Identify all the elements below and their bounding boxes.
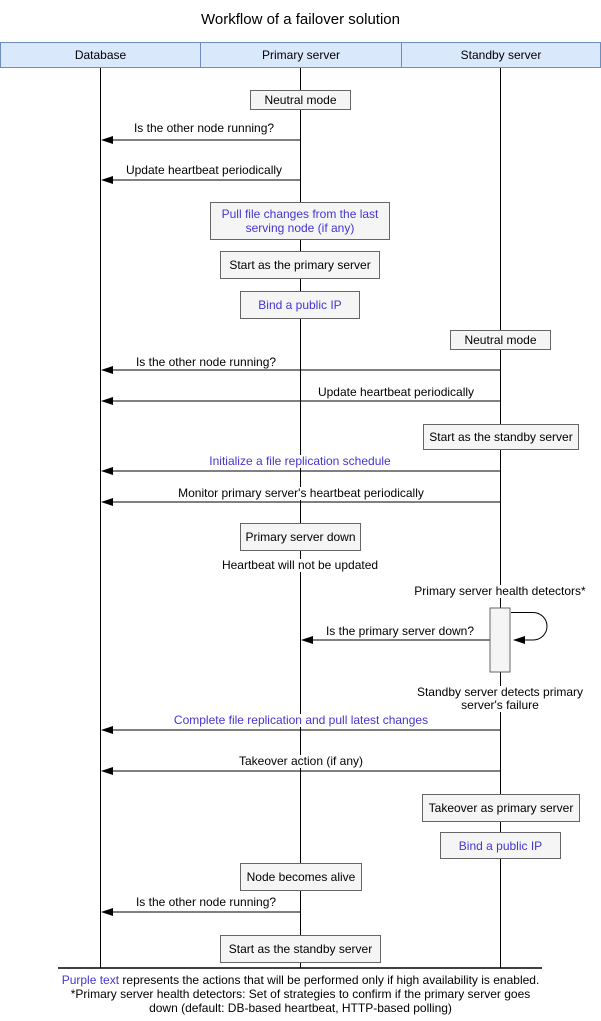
node-start-as-primary-server: Start as the primary server [220, 251, 380, 279]
node-primary-server-down: Primary server down [240, 523, 361, 551]
label-takeover-action: Takeover action (if any) [236, 754, 366, 768]
node-bind-public-ip-standby: Bind a public IP [440, 832, 561, 859]
note-heartbeat-not-updated: Heartbeat will not be updated [221, 558, 379, 572]
diagram-title: Workflow of a failover solution [201, 11, 400, 28]
node-bind-public-ip-primary: Bind a public IP [240, 291, 360, 319]
note-health-detectors: Primary server health detectors* [414, 584, 586, 598]
node-neutral-mode-standby: Neutral mode [450, 330, 551, 350]
legend: Purple text represents the actions that … [0, 973, 601, 1015]
label-update-heartbeat-2: Update heartbeat periodically [315, 385, 477, 399]
legend-line-2: *Primary server health detectors: Set of… [70, 987, 531, 1001]
label-initialize-replication: Initialize a file replication schedule [207, 454, 393, 468]
node-pull-file-changes: Pull file changes from the last serving … [210, 202, 390, 240]
label-monitor-heartbeat: Monitor primary server's heartbeat perio… [176, 486, 426, 500]
node-start-as-standby-server: Start as the standby server [423, 424, 579, 450]
node-takeover-as-primary-server: Takeover as primary server [422, 794, 580, 822]
label-is-other-node-running-3: Is the other node running? [133, 895, 279, 909]
label-is-other-node-running-1: Is the other node running? [131, 121, 277, 135]
self-loop-arrow [511, 612, 548, 644]
legend-purple-label: Purple text [61, 973, 120, 987]
node-start-as-standby-server-2: Start as the standby server [220, 935, 381, 963]
label-update-heartbeat-1: Update heartbeat periodically [123, 163, 285, 177]
node-neutral-mode-primary: Neutral mode [250, 90, 351, 110]
legend-line-1-text: represents the actions that will be perf… [119, 973, 540, 987]
node-node-becomes-alive: Node becomes alive [240, 863, 362, 891]
lane-header-standby-server: Standby server [401, 42, 601, 68]
note-standby-detects-failure: Standby server detects primary server's … [411, 686, 589, 712]
activation-bar-standby [489, 607, 511, 673]
legend-line-3: down (default: DB-based heartbeat, HTTP-… [149, 1001, 452, 1015]
label-is-primary-down: Is the primary server down? [323, 624, 477, 638]
label-complete-replication: Complete file replication and pull lates… [171, 713, 431, 727]
legend-line-1: Purple text represents the actions that … [0, 973, 601, 987]
label-is-other-node-running-2: Is the other node running? [133, 355, 279, 369]
